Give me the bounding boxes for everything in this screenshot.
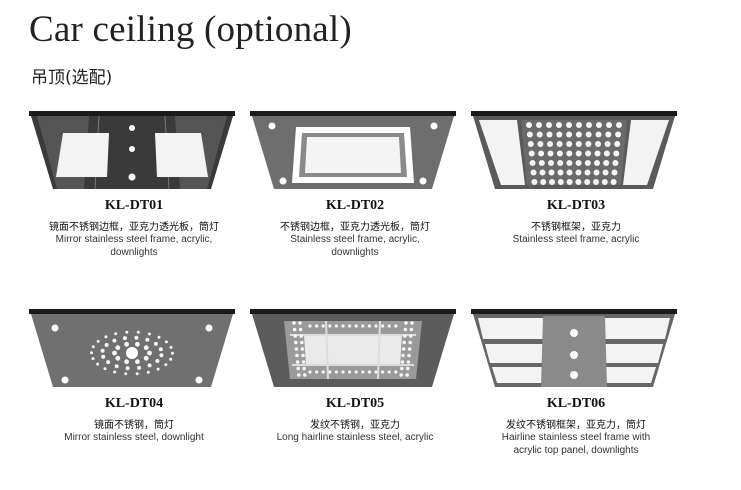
ceiling-desc-en: Stainless steel frame, acrylic,downlight… (290, 234, 420, 258)
ceiling-image-dt05 (250, 309, 456, 387)
ceiling-code: KL-DT01 (104, 198, 164, 213)
ceiling-desc-en: Mirror stainless steel, downlight (64, 432, 204, 443)
ceiling-image-dt06 (471, 309, 677, 387)
ceiling-desc-cn: 不锈钢框架，亚克力 (531, 222, 621, 233)
ceiling-card-dt05: KL-DT05 发纹不锈钢，亚克力 Long hairline stainles… (250, 309, 460, 445)
ceiling-desc-en: Stainless steel frame, acrylic (512, 234, 640, 245)
ceiling-desc-cn: 镜面不锈钢，筒灯 (94, 420, 174, 431)
ceiling-image-dt02 (250, 111, 456, 189)
ceiling-code: KL-DT05 (325, 396, 385, 411)
page-subtitle: 吊顶(选配) (31, 68, 113, 88)
ceiling-card-dt06: KL-DT06 发纹不锈钢框架，亚克力，筒灯 Hairline stainles… (471, 309, 681, 457)
ceiling-desc-cn: 不锈钢边框，亚克力透光板，筒灯 (280, 222, 430, 233)
ceiling-desc-cn: 发纹不锈钢，亚克力 (310, 420, 400, 431)
ceiling-card-dt01: KL-DT01 镜面不锈钢边框，亚克力透光板，筒灯 Mirror stainle… (29, 111, 239, 259)
ceiling-code: KL-DT06 (546, 396, 606, 411)
ceiling-code: KL-DT02 (325, 198, 385, 213)
ceiling-code: KL-DT03 (546, 198, 606, 213)
page-title: Car ceiling (optional) (29, 9, 352, 50)
ceiling-card-dt03: KL-DT03 不锈钢框架，亚克力 Stainless steel frame,… (471, 111, 681, 247)
ceiling-desc-cn: 发纹不锈钢框架，亚克力，筒灯 (506, 420, 646, 431)
ceiling-image-dt03 (471, 111, 677, 189)
ceiling-image-dt04 (29, 309, 235, 387)
ceiling-code: KL-DT04 (104, 396, 164, 411)
ceiling-image-dt01 (29, 111, 235, 190)
ceiling-card-dt02: KL-DT02 不锈钢边框，亚克力透光板，筒灯 Stainless steel … (250, 111, 460, 259)
ceiling-card-dt04: KL-DT04 镜面不锈钢，筒灯 Mirror stainless steel,… (29, 309, 239, 445)
ceiling-desc-en: Mirror stainless steel frame, acrylic,do… (55, 234, 213, 258)
ceiling-desc-cn: 镜面不锈钢边框，亚克力透光板，筒灯 (49, 222, 219, 233)
ceiling-desc-en: Long hairline stainless steel, acrylic (276, 432, 434, 443)
